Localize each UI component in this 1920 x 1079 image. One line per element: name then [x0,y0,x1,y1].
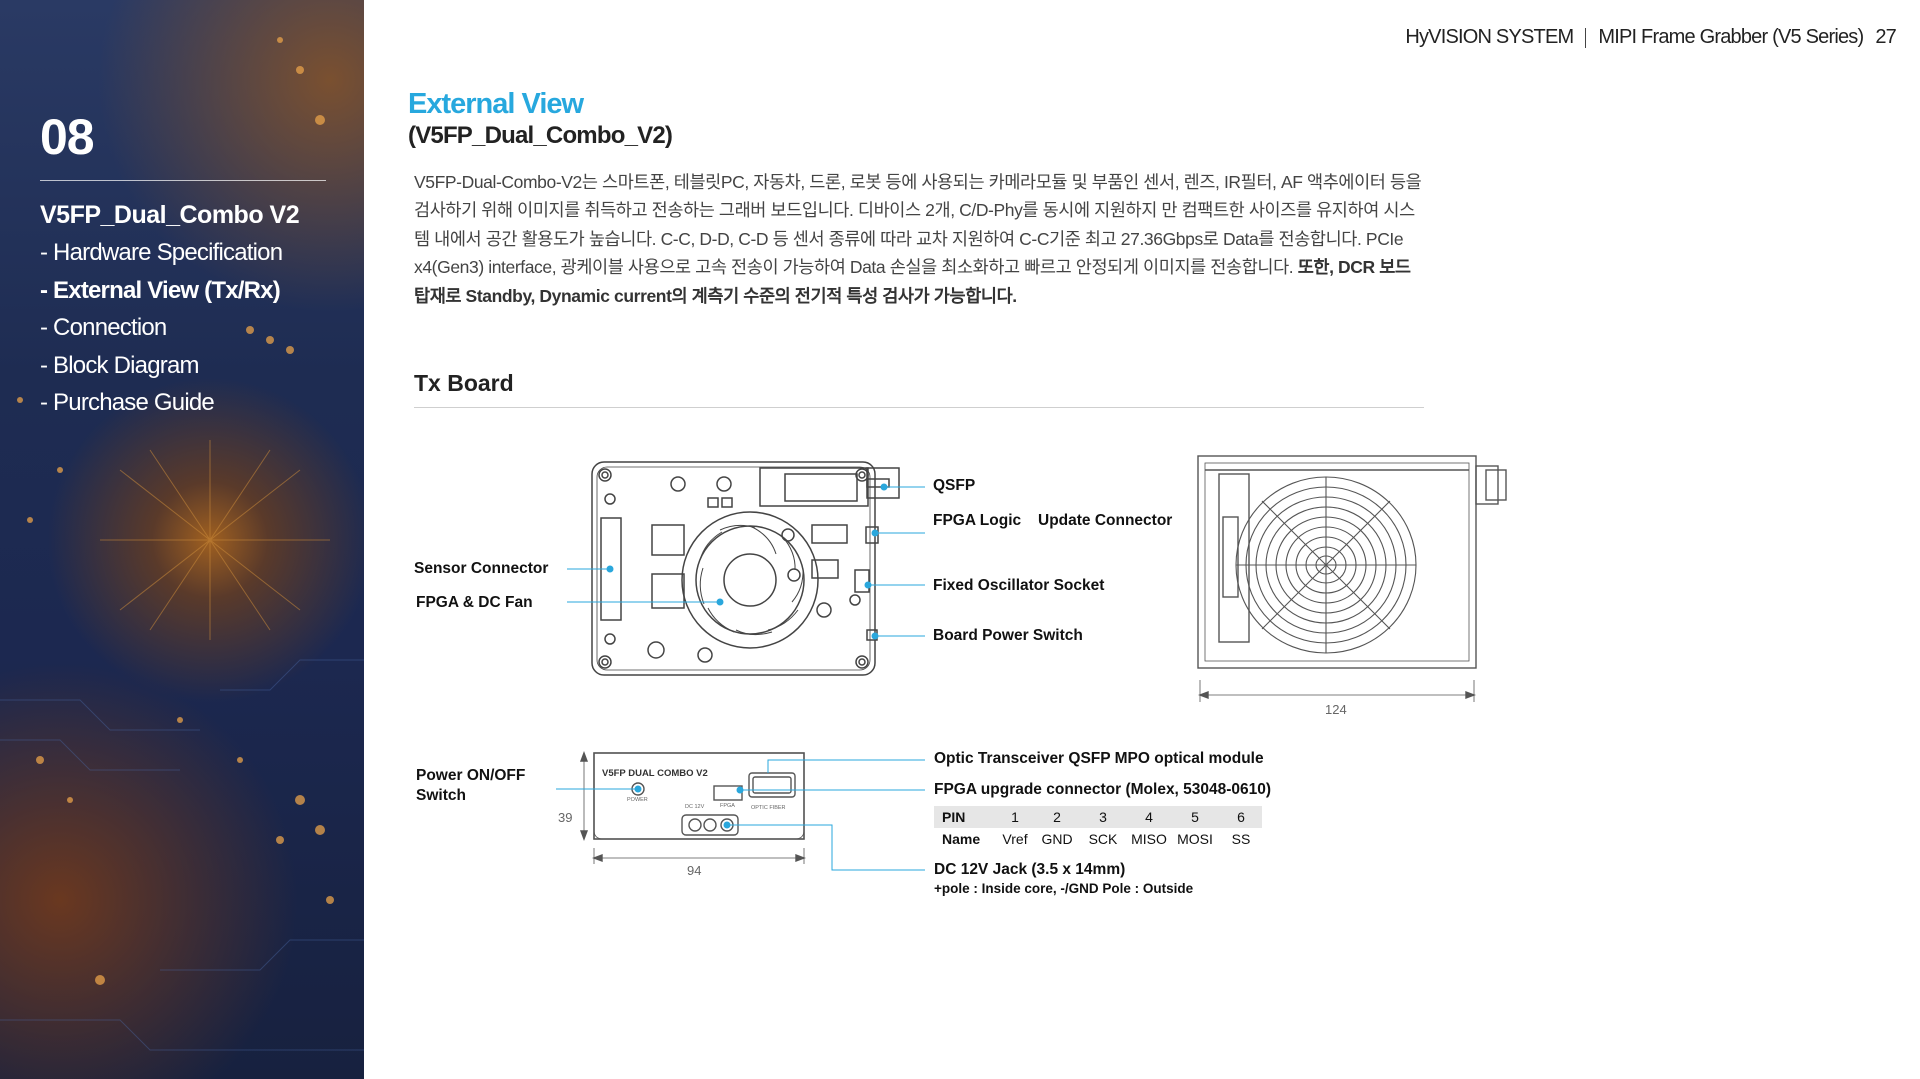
dimension-top-width: 124 [1325,702,1347,717]
product-name: MIPI Frame Grabber (V5 Series) [1598,26,1864,48]
pin-table: PIN 1 2 3 4 5 6 Name Vref GND SCK MISO M… [934,806,1262,850]
panel-fpga-label: FPGA [720,803,735,809]
panel-title: V5FP DUAL COMBO V2 [602,768,708,779]
label-optic-transceiver: Optic Transceiver QSFP MPO optical modul… [934,750,1264,767]
dimension-front-width: 94 [687,863,702,878]
header-separator [1585,27,1587,48]
label-power-onoff: Power ON/OFF [416,767,526,784]
sidebar-title[interactable]: V5FP_Dual_Combo V2 [40,201,300,229]
leader-lines [556,483,925,871]
sidebar-item-purchase-guide[interactable]: - Purchase Guide [40,389,215,416]
pin-name-cell: MISO [1131,831,1167,847]
pin-header-cell: 4 [1128,806,1170,828]
panel-dc-label: DC 12V [685,804,705,810]
label-dc-jack: DC 12V Jack (3.5 x 14mm) [934,861,1126,878]
company-name: HyVISION SYSTEM [1405,26,1574,48]
label-fixed-oscillator-socket: Fixed Oscillator Socket [933,577,1105,594]
page-subtitle: (V5FP_Dual_Combo_V2) [408,122,673,149]
page-title: External View [408,88,584,120]
pin-name-cell: SCK [1088,831,1118,847]
label-fpga-dc-fan: FPGA & DC Fan [416,594,533,611]
chapter-number: 08 [40,109,95,165]
dimension-front-height: 39 [558,810,573,825]
sidebar-item-connection[interactable]: - Connection [40,314,167,341]
sidebar-nav: V5FP_Dual_Combo V2 - Hardware Specificat… [40,196,300,422]
pin-header-cell: PIN [934,806,994,828]
label-fpga-upgrade-connector: FPGA upgrade connector (Molex, 53048-061… [934,781,1272,798]
pin-name-cell: Vref [1002,831,1028,847]
description: V5FP-Dual-Combo-V2는 스마트폰, 테블릿PC, 자동차, 드론… [414,168,1429,310]
sidebar-item-block-diagram[interactable]: - Block Diagram [40,351,200,379]
pin-name-cell: MOSI [1177,831,1213,847]
description-text: V5FP-Dual-Combo-V2는 스마트폰, 테블릿PC, 자동차, 드론… [414,172,1422,278]
section-divider [414,407,1424,408]
pin-header-cell: 5 [1170,806,1220,828]
pin-name-cell: SS [1231,831,1251,847]
pin-header-cell: 6 [1220,806,1262,828]
divider [40,180,326,181]
page-header: HyVISION SYSTEM MIPI Frame Grabber (V5 S… [1405,26,1896,49]
description-bold: 또한, DCR 보드 탑재로 Standby, Dynamic current의… [414,257,1411,306]
pin-table-header-row: PIN 1 2 3 4 5 6 [934,806,1262,828]
pin-name-cell: Name [942,831,981,847]
label-qsfp: QSFP [933,477,976,494]
pin-table-name-row: Name Vref GND SCK MISO MOSI SS [934,828,1262,850]
sidebar: 08 V5FP_Dual_Combo V2 - Hardware Specifi… [0,0,364,1079]
page-number: 27 [1875,26,1896,48]
circuit-background [0,37,364,1051]
pin-name-cell: GND [1041,831,1073,847]
label-pole-note: +pole : Inside core, -/GND Pole : Outsid… [934,881,1194,896]
label-power-switch: Switch [416,787,466,804]
panel-power-label: POWER [627,797,648,803]
pin-header-cell: 1 [994,806,1036,828]
pin-header-cell: 2 [1036,806,1078,828]
pin-header-cell: 3 [1078,806,1128,828]
label-sensor-connector: Sensor Connector [414,560,549,577]
sidebar-item-hardware-specification[interactable]: - Hardware Specification [40,239,283,266]
board-top-view [591,461,900,676]
label-update-connector: Update Connector [1038,512,1173,529]
label-board-power-switch: Board Power Switch [933,627,1083,644]
section-title: Tx Board [414,370,514,396]
enclosure-top-view [1197,455,1507,702]
label-fpga-logic: FPGA Logic [933,512,1022,529]
sidebar-item-external-view[interactable]: - External View (Tx/Rx) [40,276,281,304]
panel-optic-label: OPTIC FIBER [751,805,786,811]
